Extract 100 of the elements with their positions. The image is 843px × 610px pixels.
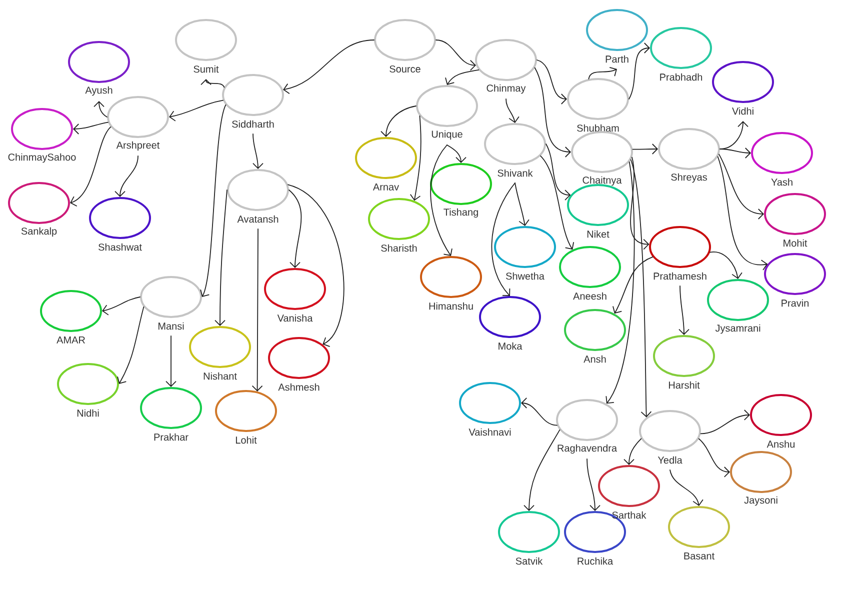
ellipse-node: Prakhar: [140, 387, 202, 441]
ellipse-node: Sumit: [175, 19, 237, 73]
arrow: [612, 256, 654, 314]
ellipse-node: Arshpreet: [107, 96, 169, 151]
arrow: [200, 104, 226, 297]
ellipse-node: AMAR: [40, 290, 102, 344]
ellipse-node: Himanshu: [420, 256, 482, 310]
ellipse-node: Chaitnya: [571, 131, 633, 186]
node-label: Mohit: [784, 239, 808, 247]
ellipse-node: Satvik: [498, 511, 560, 565]
arrow: [70, 126, 112, 207]
arrow: [252, 228, 263, 392]
arrow: [73, 122, 108, 134]
node-label: Parth: [606, 55, 628, 63]
ellipse-node: Ansh: [564, 309, 626, 363]
ellipse-node: Shreyas: [658, 128, 720, 183]
node-label: Ansh: [584, 355, 606, 363]
node-label: Lohit: [236, 436, 257, 444]
arrow: [630, 159, 652, 418]
ellipse-node: Unique: [416, 85, 478, 140]
ellipse-node: Raghavendra: [556, 399, 618, 454]
node-label: Sankalp: [21, 227, 57, 237]
arrow: [102, 296, 140, 316]
ellipse-node: ChinmaySahoo: [8, 108, 76, 163]
node-label: Tishang: [444, 208, 478, 218]
ellipse-node: Ayush: [68, 41, 130, 96]
node-label: Ayush: [85, 86, 112, 96]
arrow: [214, 190, 228, 326]
node-label: Pravin: [782, 299, 809, 307]
arrow: [678, 286, 690, 335]
node-label: Shubham: [577, 124, 619, 132]
ellipse-node: Source: [374, 19, 436, 73]
ellipse-node: Moka: [479, 296, 541, 350]
node-label: Ashmesh: [278, 383, 320, 391]
arrow: [491, 182, 516, 296]
ellipse-node: Aneesh: [559, 246, 621, 300]
arrow: [169, 100, 224, 122]
arrow: [283, 40, 374, 94]
arrow: [546, 144, 571, 200]
arrow: [445, 69, 480, 85]
arrow: [114, 156, 138, 197]
arrow: [606, 161, 635, 404]
ellipse-node: Sharisth: [368, 198, 430, 252]
arrow: [536, 60, 567, 104]
node-label: AMAR: [56, 336, 85, 344]
arrow: [700, 410, 750, 434]
node-label: Unique: [432, 130, 462, 140]
ellipse-node: Parth: [586, 9, 648, 63]
node-label: Mansi: [158, 322, 184, 330]
arrow: [506, 98, 520, 123]
ellipse-node: Shashwat: [89, 197, 151, 251]
node-label: Nishant: [204, 372, 237, 380]
node-label: Jysamrani: [715, 324, 760, 334]
ellipse-node: Yash: [751, 132, 813, 186]
node-label: ChinmaySahoo: [8, 153, 76, 163]
ellipse-node: Sarthak: [598, 465, 660, 519]
node-label: Yash: [771, 178, 792, 186]
ellipse-node: Prabhadh: [650, 27, 712, 81]
ellipse-node: Avatansh: [227, 169, 289, 223]
arrow: [430, 144, 452, 256]
ellipse-node: Ashmesh: [268, 337, 330, 391]
node-label: Himanshu: [429, 302, 473, 310]
node-label: Shivank: [498, 169, 533, 177]
arrow: [718, 154, 764, 220]
arrow: [436, 40, 476, 71]
ellipse-node: Vanisha: [264, 268, 326, 322]
node-label: Raghavendra: [558, 444, 618, 454]
arrow: [588, 67, 617, 80]
node-label: Moka: [498, 342, 522, 350]
arrow: [117, 306, 144, 384]
node-label: Nidhi: [77, 409, 99, 417]
node-label: Source: [390, 65, 420, 73]
ellipse-node: Shwetha: [494, 226, 556, 280]
ellipse-node: Niket: [567, 184, 629, 238]
arrow: [632, 144, 658, 154]
node-label: Avatansh: [237, 215, 278, 223]
node-label: Harshit: [668, 381, 700, 389]
ellipse-node: Basant: [668, 506, 730, 560]
ellipse-node: Vaishnavi: [459, 382, 521, 436]
ellipse-node: Shubham: [567, 78, 629, 132]
arrow: [94, 101, 108, 118]
node-label: Sharisth: [381, 244, 417, 252]
node-label: Prakhar: [154, 433, 188, 441]
node-label: Shashwat: [98, 243, 142, 251]
node-label: Chinmay: [486, 84, 526, 94]
ellipse-node: Siddharth: [222, 74, 284, 128]
arrow: [380, 106, 416, 137]
ellipse-node: Arnav: [355, 137, 417, 190]
arrow: [710, 252, 742, 279]
node-label: Aneesh: [573, 292, 606, 300]
node-label: Prathamesh: [654, 272, 706, 280]
arrow: [698, 438, 730, 478]
node-label: Prabhadh: [660, 73, 702, 81]
node-label: Chaitnya: [582, 176, 622, 186]
node-label: Shwetha: [506, 272, 544, 280]
arrow: [252, 134, 264, 169]
ellipse-node: Chinmay: [475, 39, 537, 94]
ellipse-node: Anshu: [750, 394, 812, 448]
arrow: [717, 156, 768, 270]
arrow: [200, 79, 225, 88]
